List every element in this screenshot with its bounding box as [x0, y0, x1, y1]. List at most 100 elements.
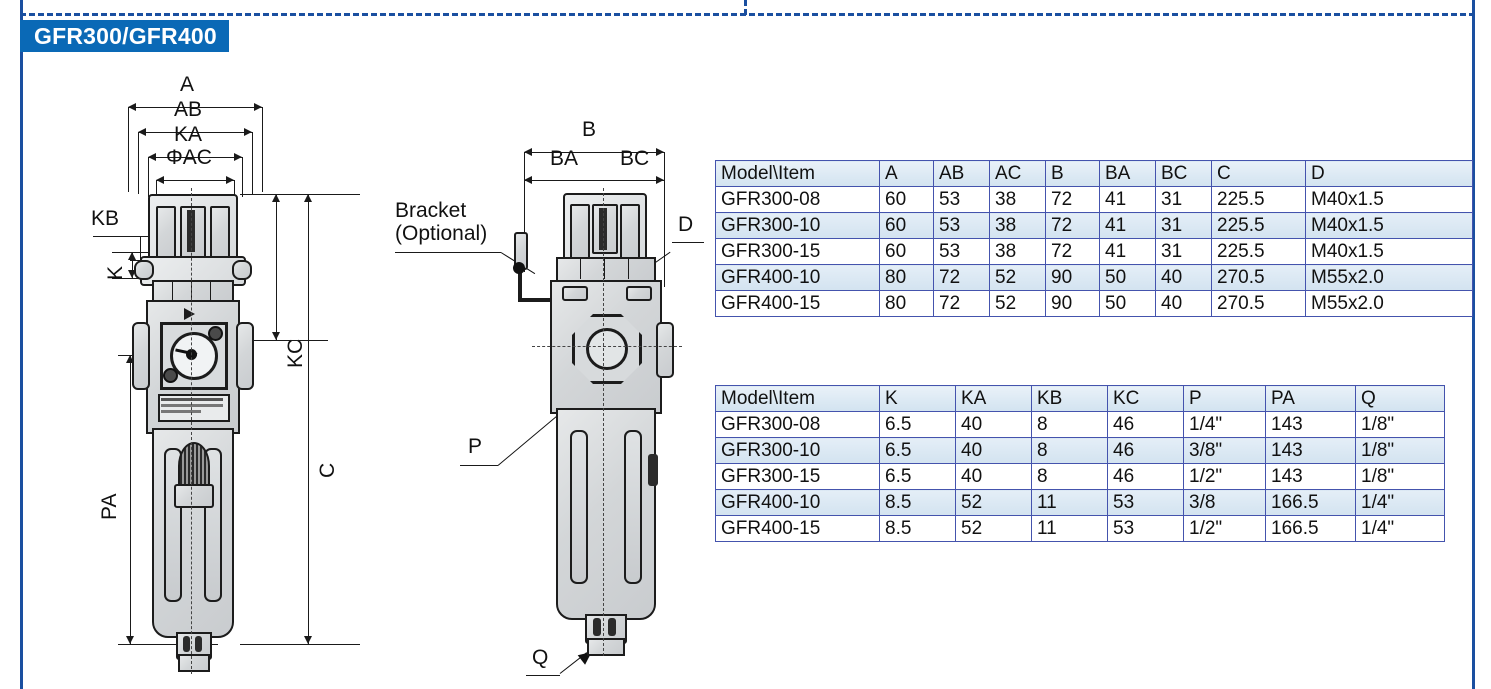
bonnet-ear-left [134, 260, 154, 280]
dim-label-ab: AB [174, 98, 203, 121]
cell-q: 1/4" [1355, 489, 1445, 516]
cell-k: 8.5 [879, 515, 956, 542]
side-bowl-slot-left [570, 430, 588, 584]
side-knob-rib-3 [620, 204, 640, 260]
cell-kc: 46 [1107, 463, 1184, 490]
cell-k: 6.5 [879, 463, 956, 490]
bracket-joint-dot [513, 262, 525, 274]
frame-right-rule [1472, 0, 1475, 689]
dim-label-bc: BC [620, 147, 650, 170]
side-bowl-slot-right [624, 430, 642, 584]
table1-col-d: D [1305, 160, 1473, 187]
side-center-line [603, 188, 604, 656]
cell-model: GFR400-15 [715, 290, 880, 317]
table-row: GFR400-10 80 72 52 90 50 40 270.5 M55x2.… [715, 264, 1473, 291]
cell-c: 225.5 [1211, 212, 1306, 239]
cell-a: 60 [879, 186, 934, 213]
mounting-bracket [518, 260, 572, 302]
cell-p: 1/2" [1183, 463, 1266, 490]
table1-col-ab: AB [933, 160, 990, 187]
table2-col-k: K [879, 385, 956, 412]
dimension-table-primary: Model\Item A AB AC B BA BC C D GFR300-08… [715, 160, 1473, 317]
drain-lever [648, 454, 658, 486]
cell-a: 60 [879, 212, 934, 239]
cell-q: 1/8" [1355, 411, 1445, 438]
cell-ab: 53 [933, 212, 990, 239]
cell-q: 1/4" [1355, 515, 1445, 542]
cell-b: 72 [1045, 212, 1100, 239]
bracket-label: Bracket (Optional) [395, 200, 507, 246]
cell-b: 90 [1045, 290, 1100, 317]
table1-col-a: A [879, 160, 934, 187]
cell-pa: 166.5 [1265, 515, 1356, 542]
cell-ba: 50 [1099, 290, 1156, 317]
bracket-label-line1: Bracket [395, 199, 467, 222]
cell-a: 80 [879, 290, 934, 317]
side-knob-rib-1 [570, 204, 590, 260]
dim-label-kc: KC [284, 338, 307, 368]
cell-ka: 40 [955, 463, 1032, 490]
flow-arrow-icon [184, 308, 195, 320]
side-body-ear-right [626, 286, 652, 301]
cell-b: 72 [1045, 186, 1100, 213]
table1-col-ba: BA [1099, 160, 1156, 187]
table-row: GFR300-10 60 53 38 72 41 31 225.5 M40x1.… [715, 212, 1473, 239]
cell-ka: 52 [955, 489, 1032, 516]
cell-bc: 40 [1155, 264, 1212, 291]
bonnet-ear-right [232, 260, 252, 280]
cell-kc: 46 [1107, 411, 1184, 438]
cell-b: 90 [1045, 264, 1100, 291]
cell-a: 60 [879, 238, 934, 265]
table1-col-bc: BC [1155, 160, 1212, 187]
cell-d: M40x1.5 [1305, 212, 1473, 239]
cell-ka: 40 [955, 437, 1032, 464]
cell-model: GFR300-15 [715, 463, 880, 490]
table2-header-row: Model\Item K KA KB KC P PA Q [715, 385, 1445, 412]
p-label-underline [460, 465, 498, 466]
front-center-line [191, 188, 192, 674]
cell-kc: 46 [1107, 437, 1184, 464]
cell-c: 225.5 [1211, 186, 1306, 213]
cell-kb: 8 [1031, 437, 1108, 464]
cell-bc: 31 [1155, 212, 1212, 239]
cell-ba: 41 [1099, 186, 1156, 213]
side-body-ear-left [562, 286, 588, 301]
filter-element [178, 442, 210, 490]
table1-col-c: C [1211, 160, 1306, 187]
cell-ac: 38 [989, 212, 1046, 239]
table1-header-row: Model\Item A AB AC B BA BC C D [715, 160, 1473, 187]
table1-col-ac: AC [989, 160, 1046, 187]
dim-label-p: P [468, 435, 483, 458]
cell-kb: 11 [1031, 489, 1108, 516]
cell-k: 6.5 [879, 411, 956, 438]
q-label-underline [526, 675, 560, 676]
cell-ab: 72 [933, 290, 990, 317]
filter-element-base [174, 484, 214, 508]
dim-label-ac: ΦAC [166, 146, 212, 169]
frame-top-dashed-line [20, 13, 1475, 16]
cell-kc: 53 [1107, 489, 1184, 516]
dim-label-a: A [180, 73, 195, 96]
cell-bc: 40 [1155, 290, 1212, 317]
cell-ac: 52 [989, 290, 1046, 317]
cell-p: 1/4" [1183, 411, 1266, 438]
port-boss-right [236, 322, 254, 390]
cell-model: GFR400-10 [715, 264, 880, 291]
pressure-gauge-dial [170, 332, 218, 380]
cell-d: M55x2.0 [1305, 290, 1473, 317]
cell-ka: 52 [955, 515, 1032, 542]
bracket-label-line2: (Optional) [395, 222, 488, 245]
drain-nut [178, 654, 210, 672]
dim-label-ka: KA [174, 123, 203, 146]
cell-kb: 8 [1031, 463, 1108, 490]
cell-c: 225.5 [1211, 238, 1306, 265]
dim-label-pa: PA [98, 493, 121, 520]
table-row: GFR300-15 60 53 38 72 41 31 225.5 M40x1.… [715, 238, 1473, 265]
table-row: GFR300-10 6.5 40 8 46 3/8" 143 1/8" [715, 437, 1445, 464]
d-label-underline [672, 242, 704, 243]
page-title: GFR300/GFR400 [20, 20, 229, 52]
cell-model: GFR300-15 [715, 238, 880, 265]
bracket-label-underline [395, 252, 501, 253]
table-row: GFR300-15 6.5 40 8 46 1/2" 143 1/8" [715, 463, 1445, 490]
front-view-drawing: A AB KA ΦAC KB K KC C PA [90, 70, 390, 674]
